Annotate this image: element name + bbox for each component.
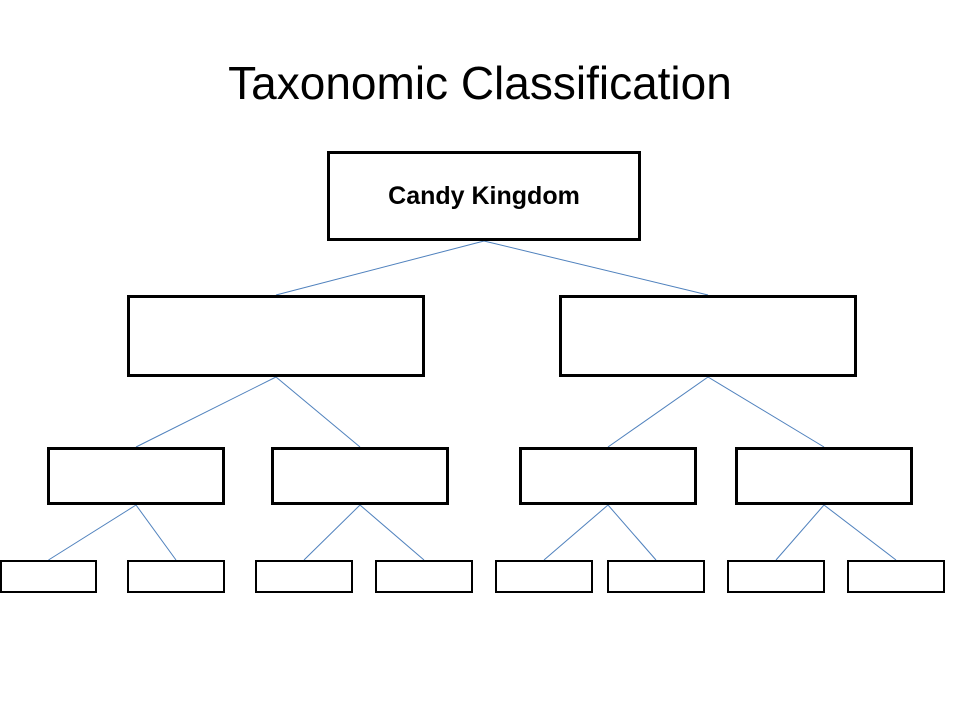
slide-title: Taxonomic Classification bbox=[228, 57, 732, 109]
tree-node-level3 bbox=[727, 560, 825, 593]
tree-node-level2 bbox=[47, 447, 225, 505]
connector-line bbox=[607, 504, 657, 561]
connector-line bbox=[543, 504, 609, 561]
connector-line bbox=[135, 376, 277, 448]
connector-line bbox=[823, 504, 897, 561]
tree-node-level1 bbox=[127, 295, 425, 377]
tree-node-level3 bbox=[127, 560, 225, 593]
connector-line bbox=[359, 504, 425, 561]
connector-line bbox=[135, 504, 177, 561]
connector-line bbox=[607, 376, 709, 448]
tree-node-level1 bbox=[559, 295, 857, 377]
tree-node-level3 bbox=[255, 560, 353, 593]
connector-line bbox=[483, 240, 709, 296]
connector-line bbox=[303, 504, 361, 561]
connector-line bbox=[707, 376, 825, 448]
connector-line bbox=[275, 240, 485, 296]
connector-line bbox=[775, 504, 825, 561]
connector-line bbox=[48, 504, 137, 561]
tree-node-level2 bbox=[735, 447, 913, 505]
tree-node-level2 bbox=[519, 447, 697, 505]
connector-line bbox=[275, 376, 361, 448]
tree-node-level3 bbox=[607, 560, 705, 593]
tree-node-level3 bbox=[375, 560, 473, 593]
tree-node-level3 bbox=[847, 560, 945, 593]
tree-node-level3 bbox=[495, 560, 593, 593]
tree-node-level3 bbox=[0, 560, 97, 593]
tree-node-level2 bbox=[271, 447, 449, 505]
tree-node-root: Candy Kingdom bbox=[327, 151, 641, 241]
